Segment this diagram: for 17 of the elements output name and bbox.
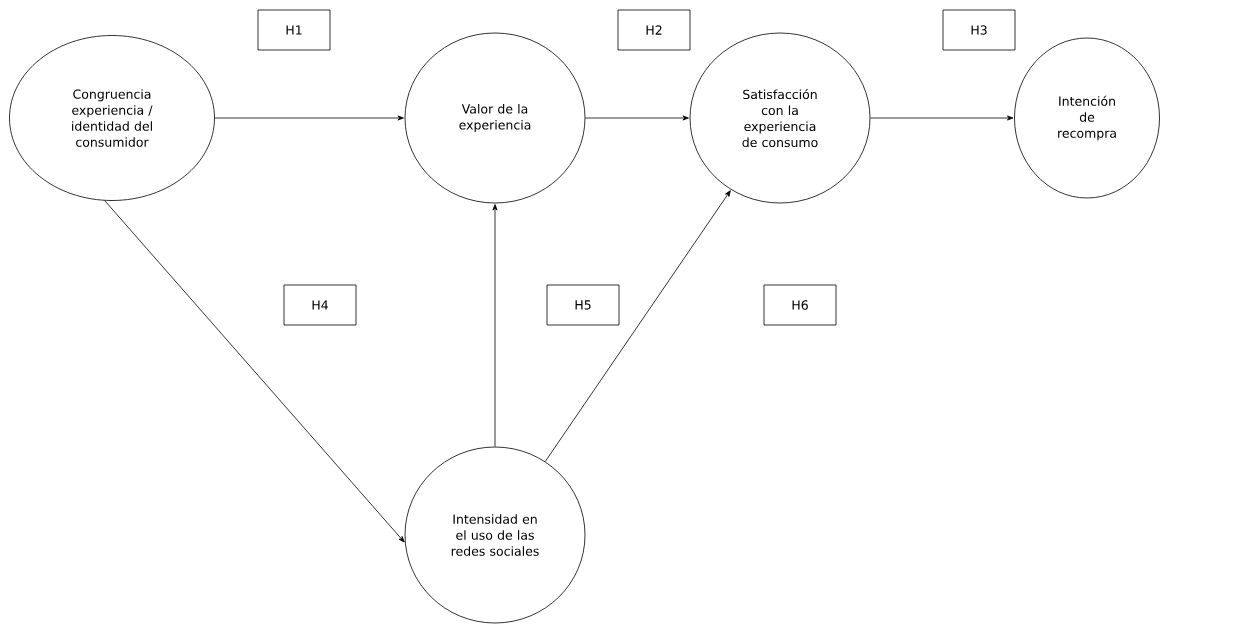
label-box: H6 — [763, 284, 837, 326]
arrow — [544, 190, 731, 462]
arrow — [870, 115, 1014, 121]
label-box: H5 — [546, 284, 620, 326]
label-box: H1 — [257, 9, 331, 51]
arrow — [214, 115, 404, 121]
label-box: H4 — [283, 284, 357, 326]
label-box: H2 — [617, 9, 691, 51]
arrow — [104, 200, 405, 543]
ellipse-node: Congruencia experiencia / identidad del consumidor — [9, 35, 215, 201]
ellipse-node: Intensidad en el uso de las redes sociales — [404, 446, 586, 624]
ellipse-node: Intención de recompra — [1014, 37, 1160, 199]
arrow — [492, 204, 498, 447]
ellipse-node: Satisfacción con la experiencia de consumo — [689, 32, 871, 204]
ellipse-node: Valor de la experiencia — [404, 32, 586, 204]
arrow — [585, 115, 689, 121]
label-box: H3 — [942, 9, 1016, 51]
